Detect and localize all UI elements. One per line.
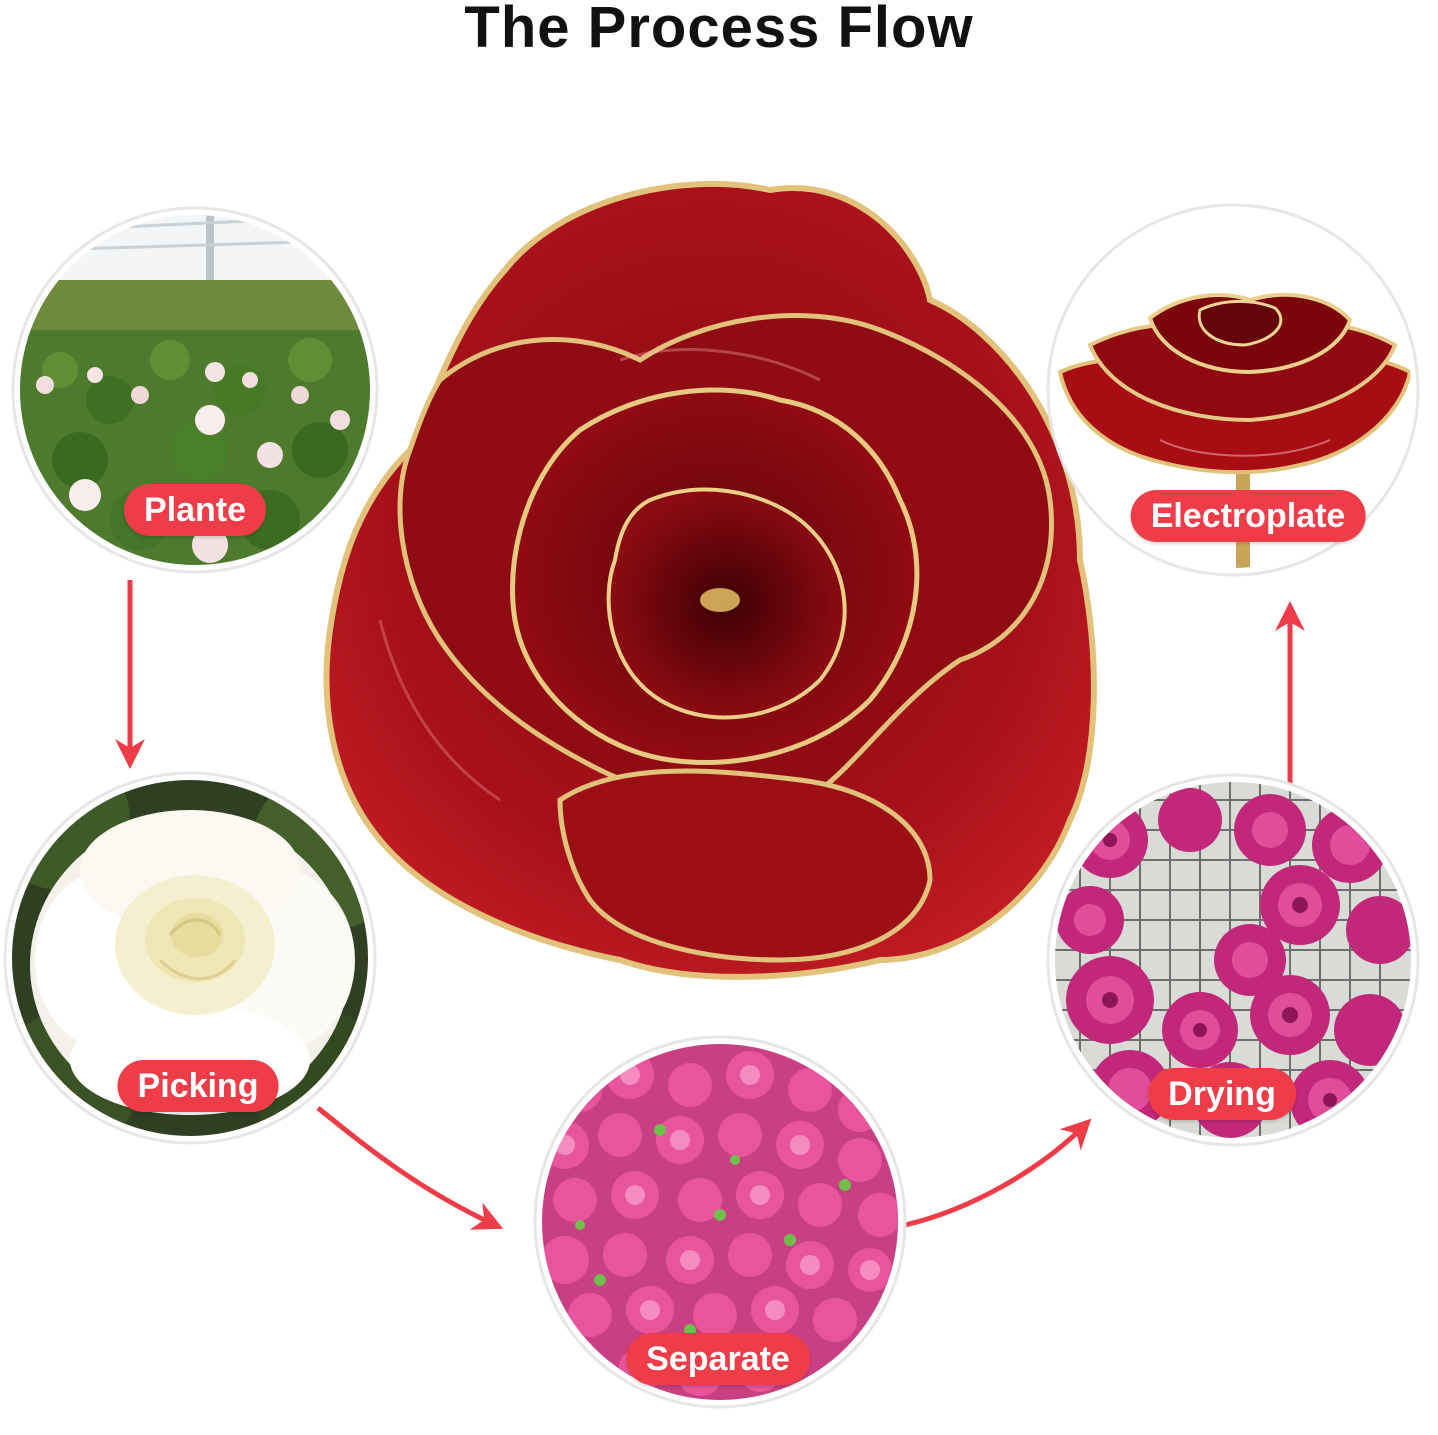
step-label-picking: Picking: [117, 1060, 279, 1112]
step-drying: [1046, 773, 1420, 1147]
rose-center-highlight: [700, 588, 740, 612]
front-petal: [557, 768, 933, 963]
arrow-separate-to-drying: [904, 1118, 1092, 1228]
flow-arrows: [115, 580, 1305, 1230]
center-rose-image: [323, 180, 1097, 980]
pink-rosebuds-photo: [542, 1044, 898, 1400]
page-title: The Process Flow: [464, 0, 974, 60]
step-label-separate: Separate: [626, 1333, 810, 1385]
step-label-drying: Drying: [1148, 1068, 1296, 1120]
step-label-plante: Plante: [123, 484, 267, 536]
step-separate: [533, 1035, 907, 1409]
arrow-picking-to-separate: [316, 1106, 504, 1230]
step-label-electroplate: Electroplate: [1130, 490, 1366, 542]
